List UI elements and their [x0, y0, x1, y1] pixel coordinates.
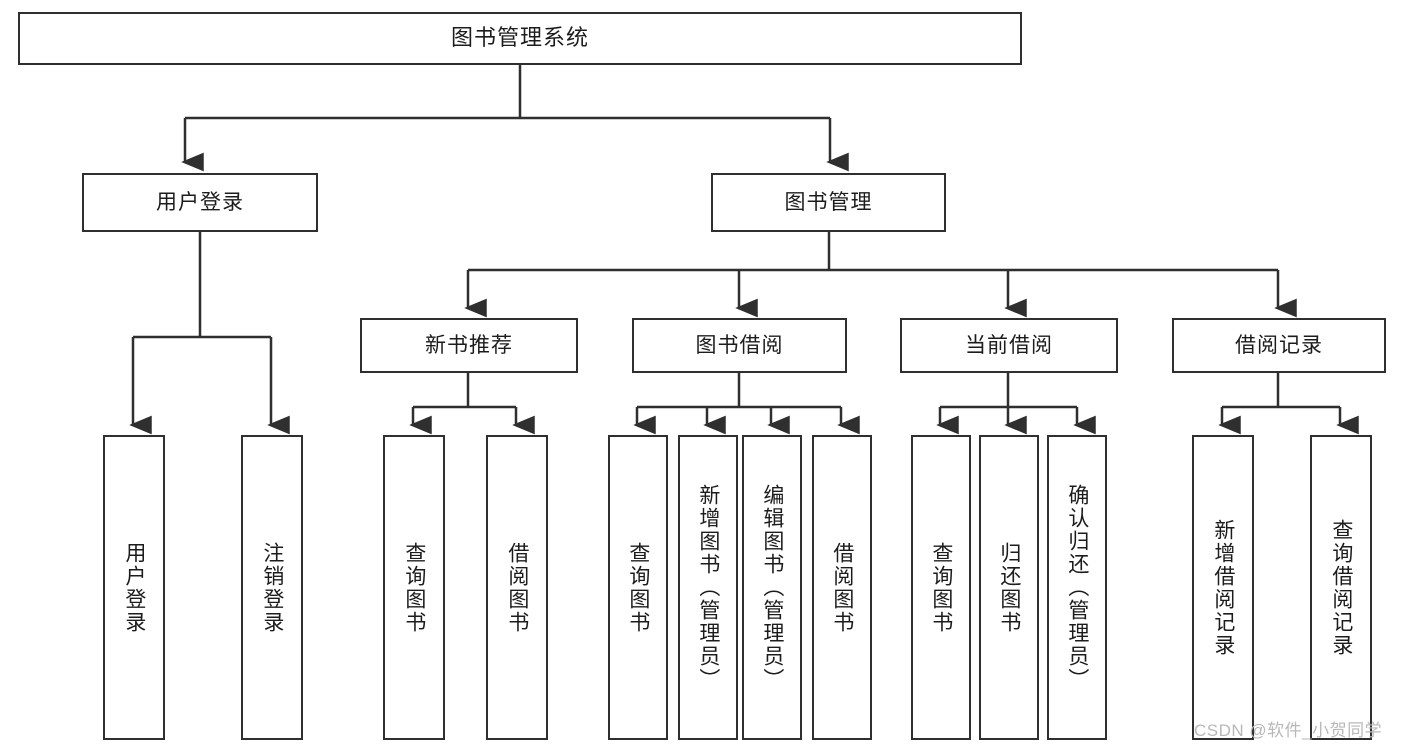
- node-new-book-recommend[interactable]: 新书推荐: [360, 318, 578, 373]
- leaf-book-borrow-add-book-admin[interactable]: 新增图书（管理员）: [678, 435, 738, 740]
- leaf-borrow-record-add-record[interactable]: 新增借阅记录: [1192, 435, 1254, 740]
- node-system-root[interactable]: 图书管理系统: [18, 12, 1022, 65]
- leaf-book-borrow-borrow-book[interactable]: 借阅图书: [812, 435, 872, 740]
- leaf-new-book-query-book[interactable]: 查询图书: [383, 435, 445, 740]
- node-user-login[interactable]: 用户登录: [82, 173, 318, 232]
- leaf-book-borrow-query-book[interactable]: 查询图书: [608, 435, 668, 740]
- node-current-borrow[interactable]: 当前借阅: [900, 318, 1118, 373]
- leaf-borrow-record-query-record[interactable]: 查询借阅记录: [1310, 435, 1372, 740]
- node-book-borrow[interactable]: 图书借阅: [632, 318, 847, 373]
- leaf-new-book-borrow-book[interactable]: 借阅图书: [486, 435, 548, 740]
- leaf-current-borrow-return-book[interactable]: 归还图书: [979, 435, 1039, 740]
- leaf-current-borrow-query-book[interactable]: 查询图书: [911, 435, 971, 740]
- leaf-user-login-login[interactable]: 用户登录: [103, 435, 165, 740]
- leaf-book-borrow-edit-book-admin[interactable]: 编辑图书（管理员）: [742, 435, 802, 740]
- node-book-management[interactable]: 图书管理: [711, 173, 946, 232]
- node-borrow-record[interactable]: 借阅记录: [1172, 318, 1386, 373]
- csdn-watermark: CSDN @软件_小贺同学: [1194, 721, 1383, 740]
- leaf-current-borrow-confirm-return-admin[interactable]: 确认归还（管理员）: [1047, 435, 1107, 740]
- leaf-user-login-logout[interactable]: 注销登录: [241, 435, 303, 740]
